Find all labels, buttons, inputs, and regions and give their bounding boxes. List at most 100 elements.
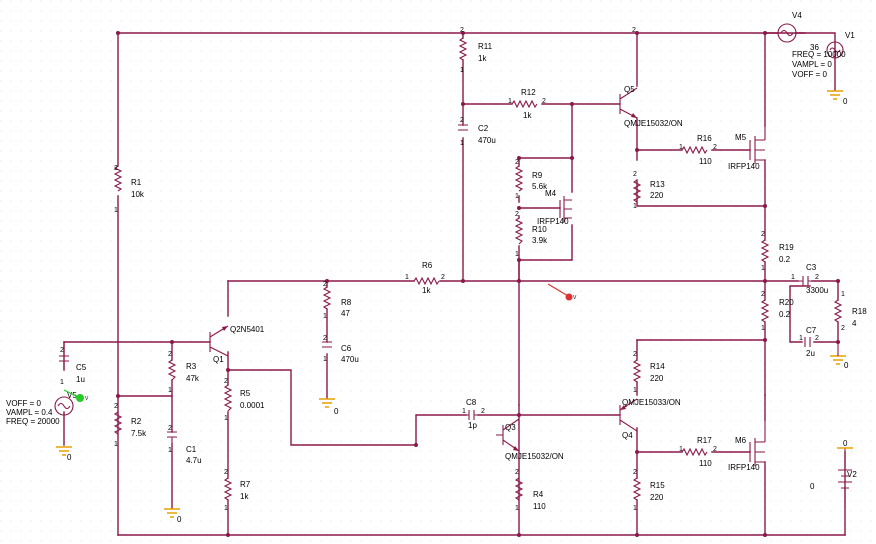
resistor-r3[interactable]: R3 47k <box>167 359 200 383</box>
svg-text:2: 2 <box>761 291 765 298</box>
svg-text:2: 2 <box>114 165 118 172</box>
svg-text:R20: R20 <box>779 298 794 307</box>
capacitor-c6[interactable]: C6 470u <box>322 341 359 364</box>
svg-text:1: 1 <box>515 251 519 258</box>
svg-text:1k: 1k <box>523 111 532 120</box>
transistor-q4[interactable]: QMJE15033/ON Q4 <box>612 398 681 440</box>
svg-text:1: 1 <box>679 446 683 453</box>
svg-text:1: 1 <box>761 265 765 272</box>
capacitor-c5[interactable]: C5 1u <box>59 342 87 384</box>
svg-text:V: V <box>85 396 89 402</box>
resistor-r4[interactable]: R4 110 <box>514 477 546 511</box>
svg-text:2: 2 <box>633 171 637 178</box>
voltage-source-v4[interactable]: V4 36 <box>777 11 819 52</box>
svg-text:2: 2 <box>713 446 717 453</box>
resistor-r13[interactable]: R13 220 <box>632 179 665 203</box>
svg-text:220: 220 <box>650 374 664 383</box>
svg-text:1: 1 <box>168 387 172 394</box>
ground-symbols: 0 0 0 0 0 0 <box>56 90 853 524</box>
svg-text:C6: C6 <box>341 344 352 353</box>
capacitor-c8[interactable]: C8 1p <box>466 398 478 430</box>
svg-text:C5: C5 <box>76 363 87 372</box>
resistor-r20[interactable]: R20 0.2 <box>760 298 794 323</box>
resistor-r8[interactable]: R8 47 <box>322 286 352 318</box>
svg-text:1: 1 <box>633 203 637 210</box>
svg-text:QMJE15032/ON: QMJE15032/ON <box>624 119 683 128</box>
svg-text:1: 1 <box>508 98 512 105</box>
svg-text:Q4: Q4 <box>622 431 633 440</box>
svg-text:0: 0 <box>334 407 339 416</box>
svg-text:1k: 1k <box>478 54 487 63</box>
resistor-r11[interactable]: R11 1k <box>458 37 493 63</box>
svg-text:4: 4 <box>852 319 857 328</box>
svg-text:R5: R5 <box>240 389 251 398</box>
mosfet-m5[interactable]: M5 IRFP140 <box>728 126 766 171</box>
svg-text:C8: C8 <box>466 398 477 407</box>
svg-text:1: 1 <box>761 325 765 332</box>
resistor-r19[interactable]: R19 0.2 <box>760 239 794 264</box>
capacitor-c7[interactable]: C7 2u <box>804 326 817 358</box>
resistor-r15[interactable]: R15 220 <box>632 477 665 502</box>
svg-text:M4: M4 <box>545 189 557 198</box>
resistor-r18[interactable]: R18 4 <box>833 299 867 328</box>
resistor-r5[interactable]: R5 0.0001 <box>223 384 265 412</box>
svg-text:2: 2 <box>481 408 485 415</box>
svg-text:2: 2 <box>815 335 819 342</box>
svg-text:0: 0 <box>843 439 848 448</box>
svg-text:47k: 47k <box>186 374 200 383</box>
svg-text:C3: C3 <box>806 263 817 272</box>
mosfet-m4[interactable]: M4 IRFP140 <box>537 189 572 226</box>
svg-text:1: 1 <box>168 447 172 454</box>
svg-text:2u: 2u <box>806 349 815 358</box>
resistor-r9[interactable]: R9 5.6k <box>514 165 548 192</box>
svg-text:VAMPL = 0: VAMPL = 0 <box>792 60 832 69</box>
resistor-r16[interactable]: R16 110 <box>681 134 712 166</box>
svg-text:110: 110 <box>699 459 712 468</box>
svg-text:IRFP140: IRFP140 <box>537 217 569 226</box>
transistor-q5[interactable]: Q5 QMJE15032/ON <box>612 85 683 128</box>
svg-text:1p: 1p <box>468 421 477 430</box>
svg-text:470u: 470u <box>341 355 359 364</box>
capacitor-c2[interactable]: C2 470u <box>458 124 496 145</box>
svg-text:1: 1 <box>405 274 409 281</box>
svg-text:2: 2 <box>542 98 546 105</box>
resistor-r7[interactable]: R7 1k <box>223 477 251 501</box>
svg-text:2: 2 <box>224 378 228 385</box>
svg-text:R10: R10 <box>532 225 547 234</box>
capacitor-c3[interactable]: C3 3300u <box>798 263 828 295</box>
voltage-probe-red[interactable]: V <box>547 283 577 301</box>
transistor-q1[interactable]: Q2N5401 Q1 <box>200 325 265 364</box>
svg-text:0.2: 0.2 <box>779 255 791 264</box>
mosfet-m6[interactable]: M6 IRFP140 <box>728 420 766 472</box>
svg-text:Q2N5401: Q2N5401 <box>230 325 265 334</box>
svg-text:3.9k: 3.9k <box>532 236 548 245</box>
svg-text:2: 2 <box>761 231 765 238</box>
transistor-q3[interactable]: Q3 QMJE15032/ON <box>496 418 564 461</box>
svg-text:2: 2 <box>460 117 464 124</box>
voltage-source-v1[interactable]: V1 FREQ = 10000 VAMPL = 0 VOFF = 0 <box>792 31 855 79</box>
resistor-r17[interactable]: R17 110 <box>681 436 712 468</box>
svg-text:C7: C7 <box>806 326 817 335</box>
resistor-r2[interactable]: R2 7.5k <box>113 411 147 438</box>
resistor-r6[interactable]: R6 1k <box>413 261 440 295</box>
resistor-r14[interactable]: R14 220 <box>632 359 665 383</box>
svg-text:VAMPL = 0.4: VAMPL = 0.4 <box>6 408 53 417</box>
resistor-r12[interactable]: R12 1k <box>511 88 538 120</box>
svg-text:2: 2 <box>114 403 118 410</box>
svg-text:1: 1 <box>841 291 845 298</box>
svg-text:R1: R1 <box>131 178 142 187</box>
resistor-r1[interactable]: R1 10k <box>113 165 145 199</box>
voltage-source-v5[interactable]: V5 VOFF = 0 VAMPL = 0.4 FREQ = 20000 <box>6 391 77 426</box>
svg-text:4.7u: 4.7u <box>186 456 202 465</box>
capacitor-c1[interactable]: C1 4.7u <box>167 431 202 465</box>
resistor-r10[interactable]: R10 3.9k <box>514 217 548 245</box>
svg-text:0.0001: 0.0001 <box>240 401 265 410</box>
svg-text:2: 2 <box>841 325 845 332</box>
voltage-probe-green[interactable]: V <box>63 389 89 402</box>
svg-text:110: 110 <box>533 502 546 511</box>
dc-source-v2[interactable]: V2 0 <box>810 448 857 508</box>
svg-text:R9: R9 <box>532 171 543 180</box>
svg-text:1: 1 <box>515 193 519 200</box>
svg-text:Q3: Q3 <box>505 423 516 432</box>
